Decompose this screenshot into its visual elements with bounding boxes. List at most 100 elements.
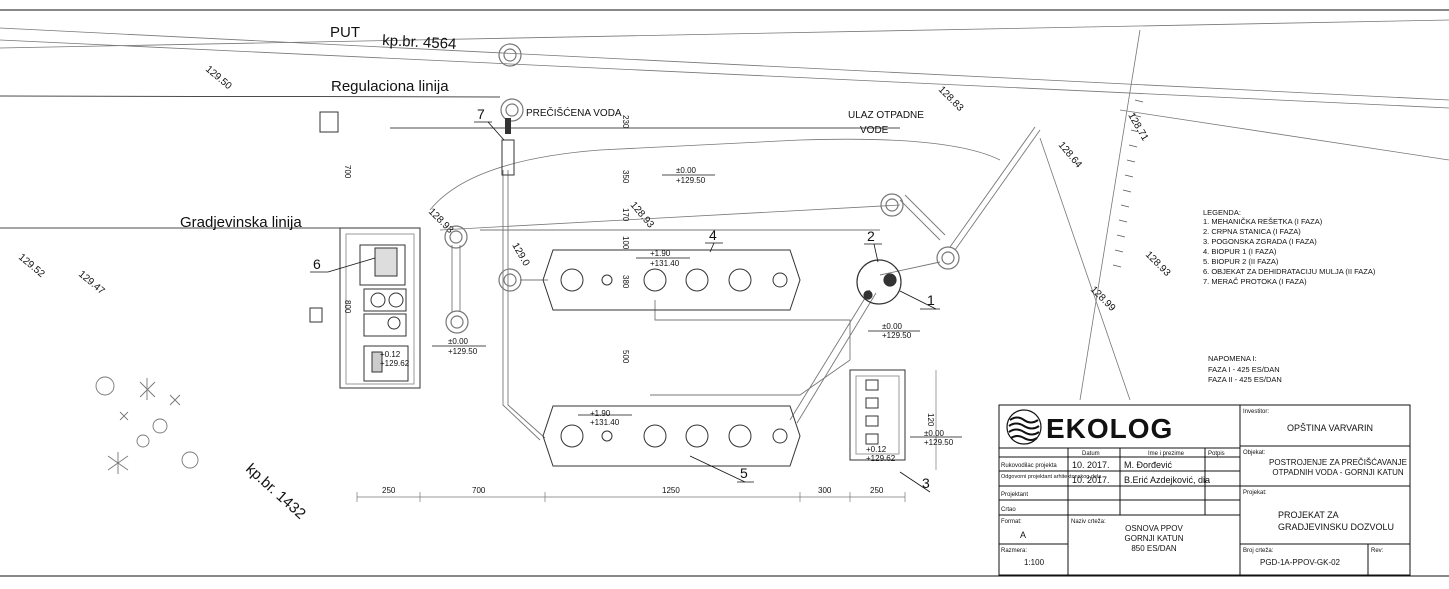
row1-date: 10. 2017. bbox=[1072, 460, 1110, 470]
biopur-2 bbox=[542, 405, 801, 467]
callout-7: 7 bbox=[477, 106, 485, 122]
inlet-label-1: ULAZ OTPADNE bbox=[848, 110, 924, 121]
biopur-1 bbox=[542, 249, 801, 311]
dim-label: 250 bbox=[870, 486, 884, 495]
callout-6: 6 bbox=[313, 256, 321, 272]
regulation-line-label: Regulaciona linija bbox=[331, 78, 449, 95]
elev: +129.62 bbox=[380, 359, 410, 368]
title-block-text: Datum Ime i prezime Potpis Rukovodilac p… bbox=[1001, 409, 1407, 567]
contour-label: 129.47 bbox=[76, 269, 107, 297]
callout-5: 5 bbox=[740, 465, 748, 481]
meter-box bbox=[319, 111, 339, 133]
pump-station bbox=[856, 259, 902, 305]
legend-item: 6. OBJEKAT ZA DEHIDRATACIJU MULJA (II FA… bbox=[1203, 267, 1376, 276]
dim-label: 500 bbox=[621, 350, 630, 364]
dim-label: 800 bbox=[343, 300, 352, 314]
callout-2: 2 bbox=[867, 228, 875, 244]
dim-label: 350 bbox=[621, 170, 630, 184]
row2-label: Odgovorni projektant arhitektonskog dela bbox=[1001, 474, 1102, 480]
elev: +129.50 bbox=[924, 438, 954, 447]
sheet-label: Broj crteža: bbox=[1243, 548, 1274, 554]
project-label: Projekat: bbox=[1243, 490, 1267, 496]
building-line-label: Gradjevinska linija bbox=[180, 214, 302, 231]
project-line1: PROJEKAT ZA bbox=[1278, 510, 1339, 520]
dim-label: 170 bbox=[621, 208, 630, 222]
contour-label: 129.0 bbox=[509, 241, 531, 269]
contour-ticks bbox=[1112, 99, 1144, 268]
parcel-bottom-label: kp.br. 1432 bbox=[242, 460, 309, 522]
drawing-line2: GORNJI KATUN bbox=[1125, 534, 1184, 543]
col-datum: Datum bbox=[1082, 451, 1100, 457]
rev-label: Rev: bbox=[1371, 548, 1384, 554]
elevations: ±0.00 +129.50 +1.90 +131.40 ±0.00 +129.5… bbox=[380, 166, 962, 463]
legend-item: 7. MERAČ PROTOKA (I FAZA) bbox=[1203, 277, 1307, 286]
elev: +129.50 bbox=[882, 331, 912, 340]
flow-meter bbox=[501, 139, 515, 176]
format-label: Format: bbox=[1001, 519, 1022, 525]
elev: +129.50 bbox=[448, 347, 478, 356]
legend-item: 1. MEHANIČKA REŠETKA (I FAZA) bbox=[1203, 217, 1323, 226]
callout-3: 3 bbox=[922, 475, 930, 491]
scale-value: 1:100 bbox=[1024, 558, 1045, 567]
row4-label: Crtao bbox=[1001, 507, 1016, 513]
row2-date: 10. 2017. bbox=[1072, 475, 1110, 485]
note-line: FAZA I - 425 ES/DAN bbox=[1208, 365, 1280, 374]
contour-label: 128.93 bbox=[426, 206, 456, 236]
trees bbox=[95, 376, 199, 474]
investor-value: OPŠTINA VARVARIN bbox=[1287, 423, 1373, 433]
contour-label: 128.71 bbox=[1125, 111, 1150, 143]
legend-title: LEGENDA: bbox=[1203, 208, 1241, 217]
elev: +131.40 bbox=[650, 259, 680, 268]
object-line2: OTPADNIH VODA - GORNJI KATUN bbox=[1272, 468, 1403, 477]
object-label: Objekat: bbox=[1243, 450, 1266, 456]
dimension-labels: 250 700 1250 300 250 700 230 350 170 100… bbox=[343, 115, 935, 495]
object-line1: POSTROJENJE ZA PREČIŠĆAVANJE bbox=[1269, 458, 1407, 467]
operating-building bbox=[849, 369, 906, 461]
dim-label: 700 bbox=[343, 165, 352, 179]
dim-label: 250 bbox=[382, 486, 396, 495]
inlet-label-2: VODE bbox=[860, 125, 889, 136]
contour-label: 128.83 bbox=[936, 84, 966, 114]
sludge-building bbox=[339, 227, 421, 389]
flow-meter-head bbox=[505, 118, 511, 134]
legend: LEGENDA: 1. MEHANIČKA REŠETKA (I FAZA) 2… bbox=[1203, 208, 1376, 286]
elev: +1.90 bbox=[590, 409, 611, 418]
row2-name: B.Erić Azdejković, dia bbox=[1124, 475, 1210, 485]
row1-name: M. Đorđević bbox=[1124, 460, 1173, 470]
sheet-value: PGD-1A-PPOV-GK-02 bbox=[1260, 558, 1341, 567]
drawing-line3: 850 ES/DAN bbox=[1131, 544, 1177, 553]
road-label: PUT bbox=[330, 24, 360, 41]
contour-label: 129.52 bbox=[16, 252, 47, 280]
investor-label: Investitor: bbox=[1243, 409, 1269, 415]
legend-item: 2. CRPNA STANICA (I FAZA) bbox=[1203, 227, 1301, 236]
callouts: 1 2 3 4 5 6 7 bbox=[310, 106, 940, 493]
callout-1: 1 bbox=[927, 292, 935, 308]
row1-label: Rukovodilac projekta bbox=[1001, 463, 1057, 469]
dim-label: 1250 bbox=[662, 486, 680, 495]
elev: +129.50 bbox=[676, 176, 706, 185]
contour-label: 129.50 bbox=[203, 64, 234, 92]
legend-item: 5. BIOPUR 2 (II FAZA) bbox=[1203, 257, 1279, 266]
elev: ±0.00 bbox=[448, 337, 469, 346]
treated-water-label: PREČIŠĆENA VODA bbox=[526, 106, 622, 119]
dim-label: 300 bbox=[818, 486, 832, 495]
elev: +1.90 bbox=[650, 249, 671, 258]
contour-labels: 129.50 128.83 128.71 128.64 128.93 129.0… bbox=[16, 64, 1173, 314]
elev: +129.62 bbox=[866, 454, 896, 463]
elev: ±0.00 bbox=[676, 166, 697, 175]
drawing-line1: OSNOVA PPOV bbox=[1125, 524, 1183, 533]
legend-item: 3. POGONSKA ZGRADA (I FAZA) bbox=[1203, 237, 1317, 246]
contour-label: 128.64 bbox=[1056, 140, 1084, 171]
elev: ±0.00 bbox=[924, 429, 945, 438]
project-line2: GRADJEVINSKU DOZVOLU bbox=[1278, 522, 1394, 532]
legend-item: 4. BIOPUR 1 (I FAZA) bbox=[1203, 247, 1277, 256]
elev: +131.40 bbox=[590, 418, 620, 427]
note-title: NAPOMENA I: bbox=[1208, 354, 1257, 363]
elev: +0.12 bbox=[380, 350, 401, 359]
pipes bbox=[451, 126, 1041, 441]
contour-label: 128.99 bbox=[1088, 284, 1118, 314]
dim-label: 230 bbox=[621, 115, 630, 129]
note: NAPOMENA I: FAZA I - 425 ES/DAN FAZA II … bbox=[1208, 354, 1282, 384]
dim-label: 380 bbox=[621, 275, 630, 289]
